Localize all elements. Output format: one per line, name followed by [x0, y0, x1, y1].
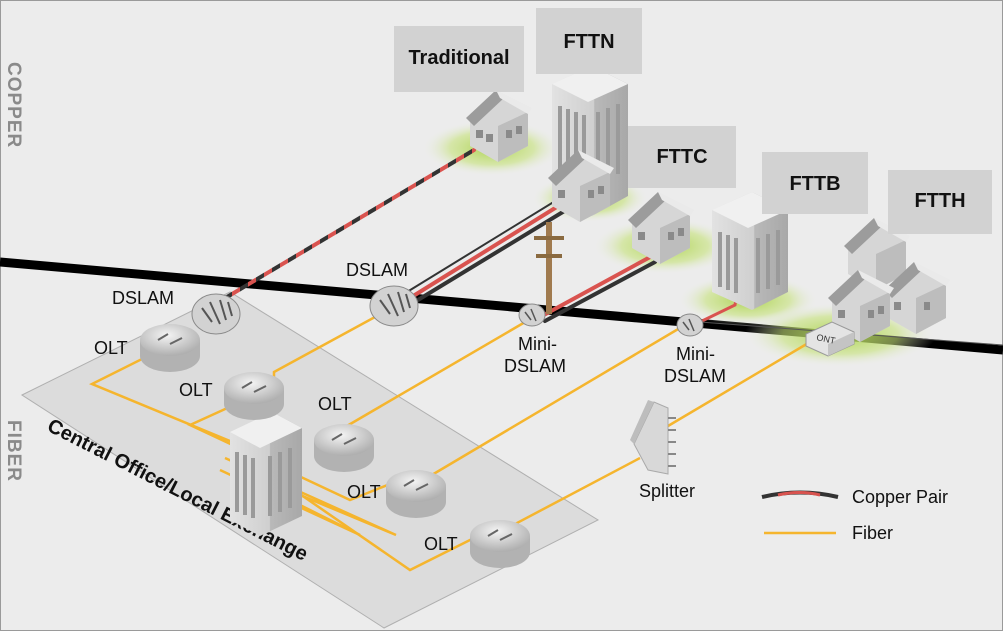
- olt-label-3: OLT: [318, 394, 352, 414]
- fiber-line: [264, 468, 481, 572]
- traditional-label: Traditional: [408, 47, 509, 69]
- fttc-label: FTTC: [656, 146, 707, 168]
- splitter-label: Splitter: [639, 481, 695, 501]
- olt-router-icon: [470, 520, 530, 568]
- label-box-traditional: Traditional: [394, 26, 524, 92]
- dslam-icon: [676, 313, 704, 337]
- copper-pair-fttn-b: [411, 205, 573, 305]
- building-icon: [230, 412, 302, 536]
- copper-pair-fttc-a: [540, 254, 654, 318]
- mini-dslam-label-2b: DSLAM: [664, 366, 726, 386]
- olt-label-1: OLT: [94, 338, 128, 358]
- label-box-fttn: FTTN: [536, 8, 642, 74]
- legend-copper-label: Copper Pair: [852, 487, 948, 507]
- mini-dslam-label-1a: Mini-: [518, 334, 557, 354]
- dslam-label-2: DSLAM: [346, 260, 408, 280]
- olt-label-2: OLT: [179, 380, 213, 400]
- dslam-label-1: DSLAM: [112, 288, 174, 308]
- copper-pair-fttn-c: [406, 194, 566, 293]
- ftth-label: FTTH: [914, 190, 965, 212]
- olt-router-icon: [224, 372, 284, 420]
- fiber-line: [419, 320, 691, 484]
- copper-region-label: COPPER: [3, 62, 24, 148]
- olt-router-icon: [314, 424, 374, 472]
- copper-pair-traditional: [220, 148, 476, 302]
- ont-icon: ONT: [805, 321, 855, 357]
- house-icon: [628, 192, 694, 264]
- fiber-line: [339, 316, 533, 432]
- olt-router-icon: [140, 324, 200, 372]
- fiber-line: [499, 456, 641, 534]
- label-box-ftth: FTTH: [888, 170, 992, 234]
- fttn-label: FTTN: [563, 31, 614, 53]
- legend-fiber-label: Fiber: [852, 523, 893, 543]
- olt-label-4: OLT: [347, 482, 381, 502]
- dslam-icon: [191, 293, 241, 335]
- dslam-icon: [518, 303, 546, 327]
- copper-pairs: [220, 148, 744, 324]
- fiber-line: [667, 340, 811, 428]
- copper-pair-fttn-a: [408, 198, 570, 300]
- mini-dslam-label-2a: Mini-: [676, 344, 715, 364]
- splitter-icon: [630, 400, 676, 475]
- dslam-icon: [369, 285, 419, 327]
- fiber-region-label: FIBER: [3, 420, 24, 482]
- house-icon: [466, 90, 532, 162]
- fttb-label: FTTB: [789, 173, 840, 195]
- legend-copper-swatch: [761, 490, 839, 499]
- house-icon: [884, 262, 950, 334]
- olt-router-icon: [386, 470, 446, 518]
- label-box-fttc: FTTC: [628, 126, 736, 188]
- legend: Copper Pair Fiber: [761, 487, 948, 543]
- label-box-fttb: FTTB: [762, 152, 868, 214]
- olt-label-5: OLT: [424, 534, 458, 554]
- ont-label: ONT: [816, 332, 837, 346]
- copper-pair-fttc-b: [543, 260, 657, 323]
- house-icon: [548, 150, 614, 222]
- utility-pole-icon: [534, 222, 564, 314]
- house-icon: [828, 270, 894, 342]
- mini-dslam-label-1b: DSLAM: [504, 356, 566, 376]
